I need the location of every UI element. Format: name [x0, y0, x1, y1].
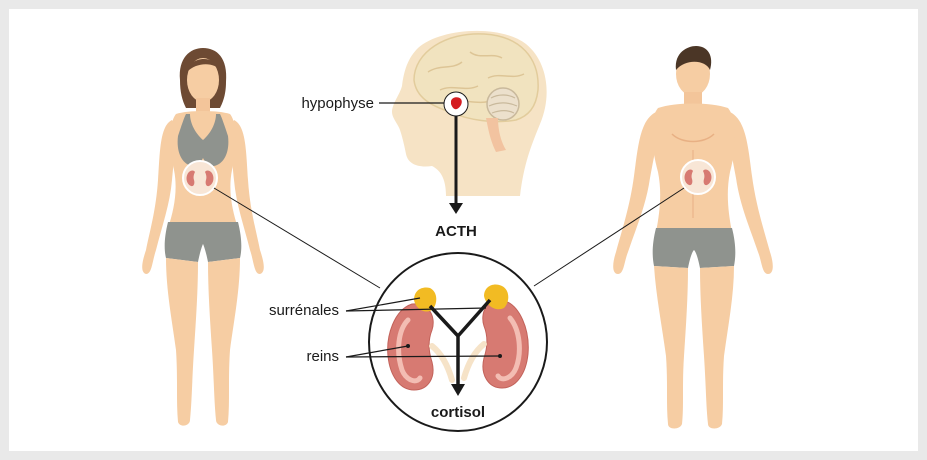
male-figure [613, 46, 773, 429]
label-acth: ACTH [435, 223, 477, 240]
female-figure [142, 48, 264, 426]
label-reins: reins [306, 348, 339, 365]
male-legs [654, 266, 734, 429]
male-briefs [653, 228, 736, 268]
label-hypophyse: hypophyse [301, 95, 374, 112]
label-surrenales: surrénales [269, 302, 339, 319]
cerebellum [487, 88, 519, 120]
female-briefs [165, 222, 242, 262]
female-legs [166, 258, 240, 426]
head-profile [392, 31, 547, 196]
label-cortisol: cortisol [431, 404, 485, 421]
